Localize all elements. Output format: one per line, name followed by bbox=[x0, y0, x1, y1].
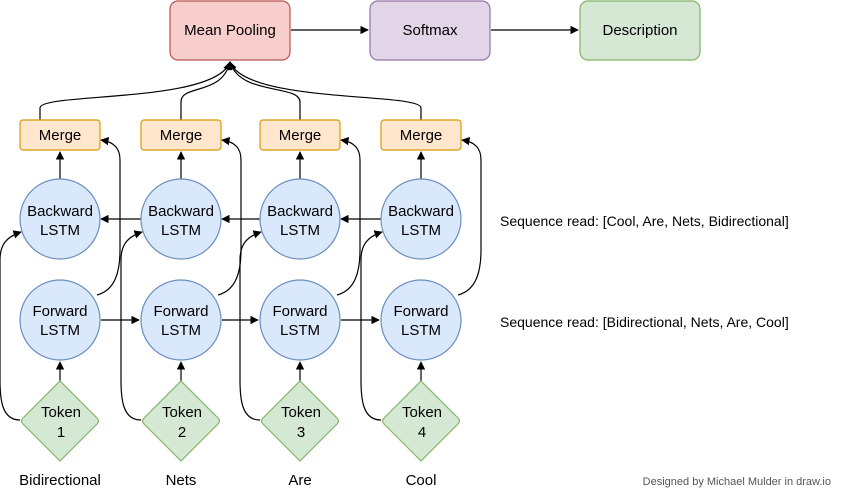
description-label: Description bbox=[602, 22, 677, 39]
merge-label: Merge bbox=[39, 127, 82, 144]
token-node: Token 1 bbox=[20, 380, 100, 462]
token-label-line2: 4 bbox=[418, 424, 426, 441]
forward-lstm-node: Forward LSTM bbox=[19, 279, 101, 361]
token4-to-backward4-arrow bbox=[360, 230, 383, 421]
merge-label: Merge bbox=[279, 127, 322, 144]
merge1-to-pooling-arrow bbox=[39, 61, 232, 120]
backward-lstm-label-line1: Backward bbox=[388, 203, 454, 220]
forward-lstm-label-line1: Forward bbox=[32, 303, 87, 320]
forward-lstm-label-line2: LSTM bbox=[280, 322, 320, 339]
backward-lstm-label-line1: Backward bbox=[148, 203, 214, 220]
column-4: Merge Backward LSTM Forward LSTM Token 4… bbox=[380, 119, 462, 489]
merge4-to-pooling-arrow bbox=[228, 61, 422, 120]
forward-lstm-label-line2: LSTM bbox=[40, 322, 80, 339]
backward-lstm-label-line2: LSTM bbox=[161, 222, 201, 239]
softmax-label: Softmax bbox=[402, 22, 458, 39]
token-node: Token 3 bbox=[260, 380, 340, 462]
backward-lstm-label-line2: LSTM bbox=[40, 222, 80, 239]
token1-to-backward1-arrow bbox=[0, 230, 22, 421]
token-node: Token 4 bbox=[381, 380, 461, 462]
backward-lstm-label-line1: Backward bbox=[267, 203, 333, 220]
forward-lstm-label-line1: Forward bbox=[153, 303, 208, 320]
mean-pooling-box: Mean Pooling bbox=[169, 0, 291, 61]
column-2: Merge Backward LSTM Forward LSTM Token 2… bbox=[140, 119, 222, 489]
column-3: Merge Backward LSTM Forward LSTM Token 3… bbox=[259, 119, 341, 489]
word-label: Cool bbox=[406, 472, 437, 489]
merge-label: Merge bbox=[400, 127, 443, 144]
merge2-to-pooling-arrow bbox=[180, 61, 233, 120]
token-label-line1: Token bbox=[402, 404, 442, 421]
backward-lstm-label-line2: LSTM bbox=[280, 222, 320, 239]
forward-lstm-label-line1: Forward bbox=[272, 303, 327, 320]
connectors bbox=[0, 25, 579, 421]
token3-to-backward3-arrow bbox=[239, 230, 262, 421]
forward-lstm-label-line2: LSTM bbox=[401, 322, 441, 339]
forward3-to-merge3-arrow bbox=[336, 137, 361, 296]
forward-sequence-annotation: Sequence read: [Bidirectional, Nets, Are… bbox=[500, 314, 789, 330]
column-1: Merge Backward LSTM Forward LSTM Token 1… bbox=[19, 119, 101, 489]
token-label-line1: Token bbox=[162, 404, 202, 421]
credit-text: Designed by Michael Mulder in draw.io bbox=[643, 476, 831, 488]
token-node: Token 2 bbox=[141, 380, 221, 462]
token-label-line2: 1 bbox=[57, 424, 65, 441]
forward-lstm-node: Forward LSTM bbox=[380, 279, 462, 361]
merge-label: Merge bbox=[160, 127, 203, 144]
token-label-line2: 2 bbox=[178, 424, 186, 441]
softmax-box: Softmax bbox=[369, 0, 491, 61]
token-label-line1: Token bbox=[281, 404, 321, 421]
token-label-line2: 3 bbox=[297, 424, 305, 441]
backward-lstm-node: Backward LSTM bbox=[140, 178, 222, 260]
word-label: Are bbox=[288, 472, 311, 489]
forward4-to-merge4-arrow bbox=[457, 137, 482, 296]
backward-lstm-label-line1: Backward bbox=[27, 203, 93, 220]
merge3-to-pooling-arrow bbox=[228, 61, 301, 120]
backward-lstm-node: Backward LSTM bbox=[19, 178, 101, 260]
forward-lstm-node: Forward LSTM bbox=[140, 279, 222, 361]
backward-sequence-annotation: Sequence read: [Cool, Are, Nets, Bidirec… bbox=[500, 213, 789, 229]
mean-pooling-label: Mean Pooling bbox=[184, 22, 276, 39]
word-label: Bidirectional bbox=[19, 472, 101, 489]
backward-lstm-node: Backward LSTM bbox=[259, 178, 341, 260]
forward2-to-merge2-arrow bbox=[217, 137, 242, 296]
forward-lstm-label-line1: Forward bbox=[393, 303, 448, 320]
forward-lstm-label-line2: LSTM bbox=[161, 322, 201, 339]
merge-box: Merge bbox=[140, 119, 222, 151]
backward-lstm-label-line2: LSTM bbox=[401, 222, 441, 239]
merge-box: Merge bbox=[380, 119, 462, 151]
merge-box: Merge bbox=[19, 119, 101, 151]
merge-box: Merge bbox=[259, 119, 341, 151]
token-label-line1: Token bbox=[41, 404, 81, 421]
description-box: Description bbox=[579, 0, 701, 61]
forward1-to-merge1-arrow bbox=[96, 137, 121, 296]
forward-lstm-node: Forward LSTM bbox=[259, 279, 341, 361]
token2-to-backward2-arrow bbox=[120, 230, 143, 421]
word-label: Nets bbox=[166, 472, 197, 489]
backward-lstm-node: Backward LSTM bbox=[380, 178, 462, 260]
